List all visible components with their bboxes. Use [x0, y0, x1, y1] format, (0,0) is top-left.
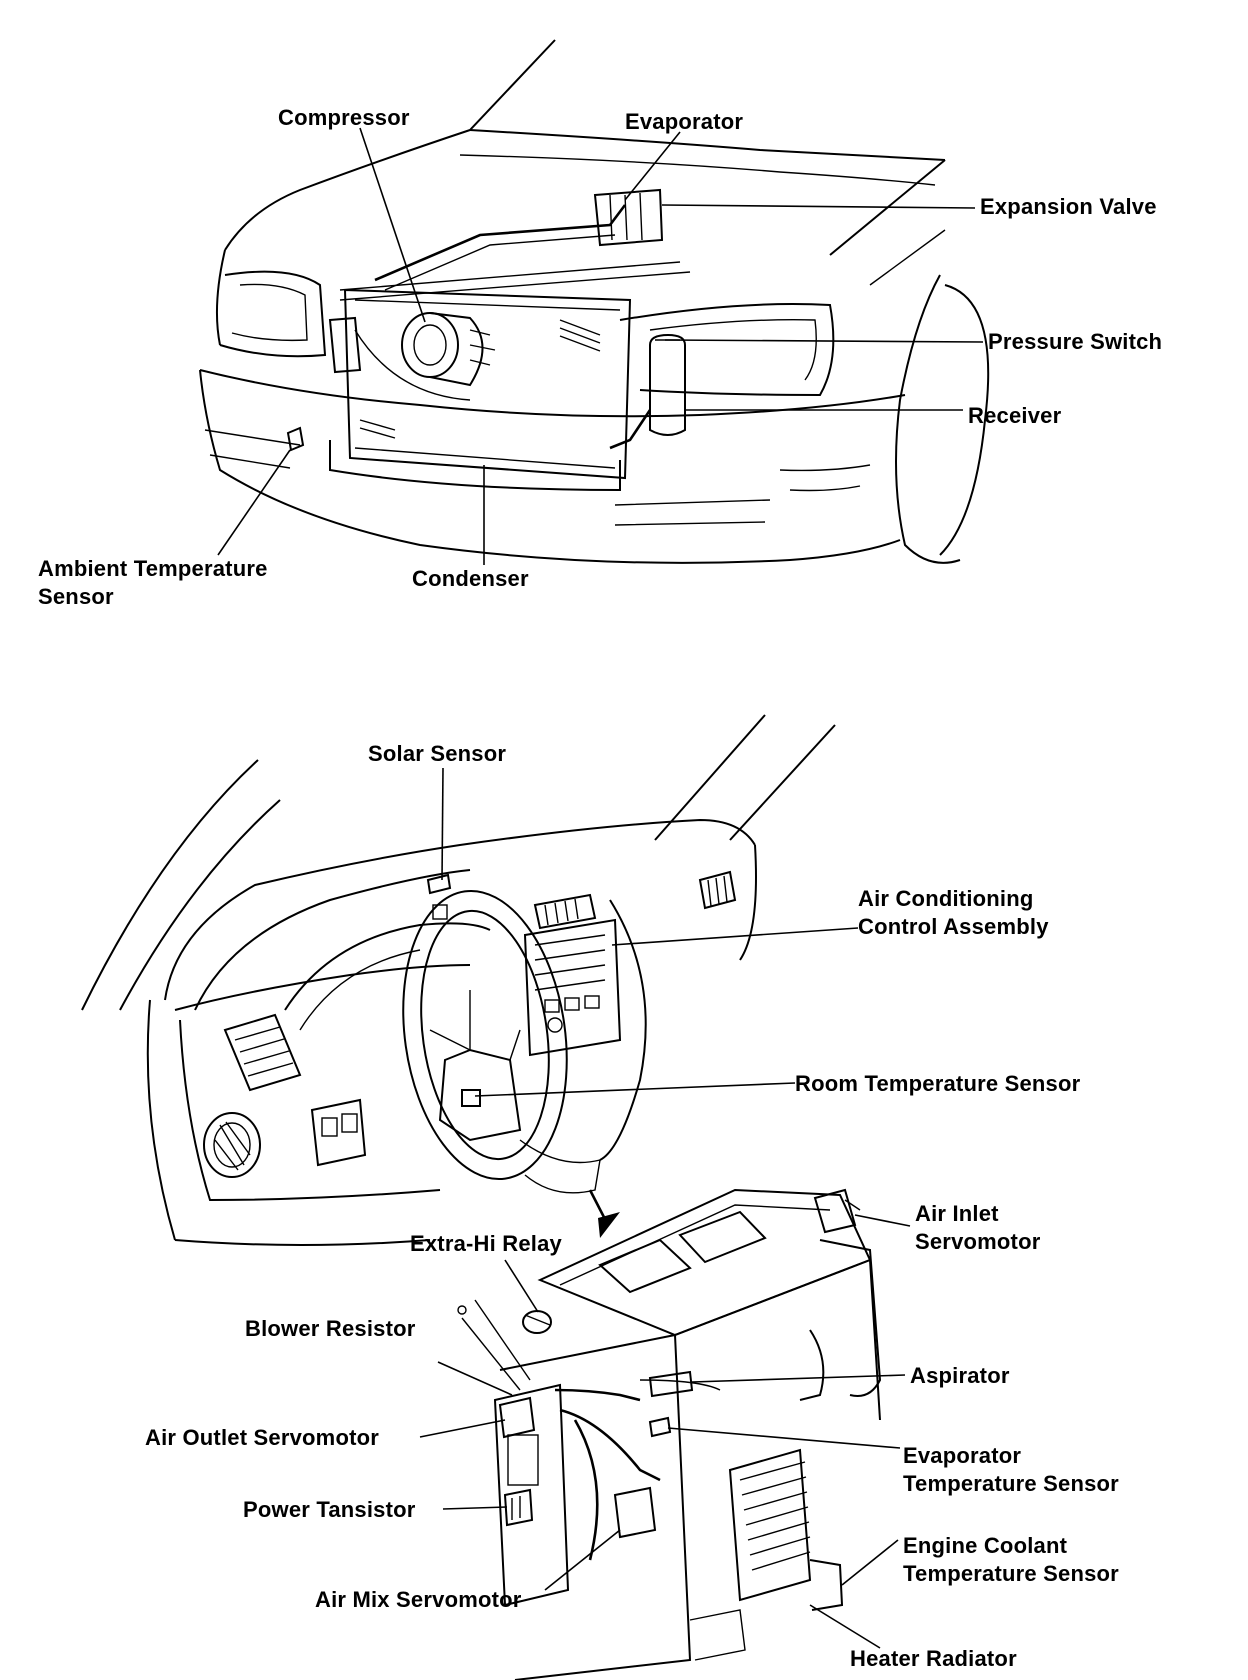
- label-pressure-switch: Pressure Switch: [988, 329, 1163, 354]
- label-ambient-line-1: Ambient Temperature: [38, 556, 268, 581]
- hvac-unit-drawing: [457, 1188, 882, 1680]
- label-ac-control-line-1: Air Conditioning: [858, 886, 1034, 911]
- label-condenser: Condenser: [412, 566, 529, 591]
- dashboard-drawing: [81, 714, 836, 1246]
- label-ambient-line-2: Sensor: [38, 584, 114, 609]
- label-compressor: Compressor: [278, 105, 410, 130]
- label-receiver: Receiver: [968, 403, 1062, 428]
- label-air-inlet-line-2: Servomotor: [915, 1229, 1041, 1254]
- top-leader-lines: [217, 127, 984, 565]
- bottom-leader-lines: [419, 767, 911, 1649]
- label-engine-coolant-line-1: Engine Coolant: [903, 1533, 1068, 1558]
- label-evap-temp-line-2: Temperature Sensor: [903, 1471, 1119, 1496]
- label-evaporator-temperature-sensor: Evaporator Temperature Sensor: [903, 1442, 1119, 1498]
- label-room-temperature-sensor: Room Temperature Sensor: [795, 1071, 1081, 1096]
- label-engine-coolant-line-2: Temperature Sensor: [903, 1561, 1119, 1586]
- label-air-inlet-servomotor: Air Inlet Servomotor: [915, 1200, 1040, 1256]
- label-ambient-temperature-sensor: Ambient Temperature Sensor: [38, 555, 268, 611]
- label-power-transistor: Power Tansistor: [243, 1497, 416, 1522]
- label-ac-control-assembly: Air Conditioning Control Assembly: [858, 885, 1049, 941]
- label-extra-hi-relay: Extra-Hi Relay: [410, 1231, 562, 1256]
- label-evap-temp-line-1: Evaporator: [903, 1443, 1022, 1468]
- label-aspirator: Aspirator: [910, 1363, 1010, 1388]
- label-heater-radiator: Heater Radiator: [850, 1646, 1017, 1671]
- label-expansion-valve: Expansion Valve: [980, 194, 1157, 219]
- label-air-outlet-servomotor: Air Outlet Servomotor: [145, 1425, 380, 1450]
- label-air-mix-servomotor: Air Mix Servomotor: [315, 1587, 522, 1612]
- label-air-inlet-line-1: Air Inlet: [915, 1201, 999, 1226]
- label-blower-resistor: Blower Resistor: [245, 1316, 416, 1341]
- label-engine-coolant-temperature-sensor: Engine Coolant Temperature Sensor: [903, 1532, 1119, 1588]
- label-evaporator: Evaporator: [625, 109, 744, 134]
- engine-compartment-drawing: [199, 39, 990, 564]
- down-arrow-icon: [588, 1189, 620, 1238]
- label-solar-sensor: Solar Sensor: [368, 741, 507, 766]
- label-ac-control-line-2: Control Assembly: [858, 914, 1049, 939]
